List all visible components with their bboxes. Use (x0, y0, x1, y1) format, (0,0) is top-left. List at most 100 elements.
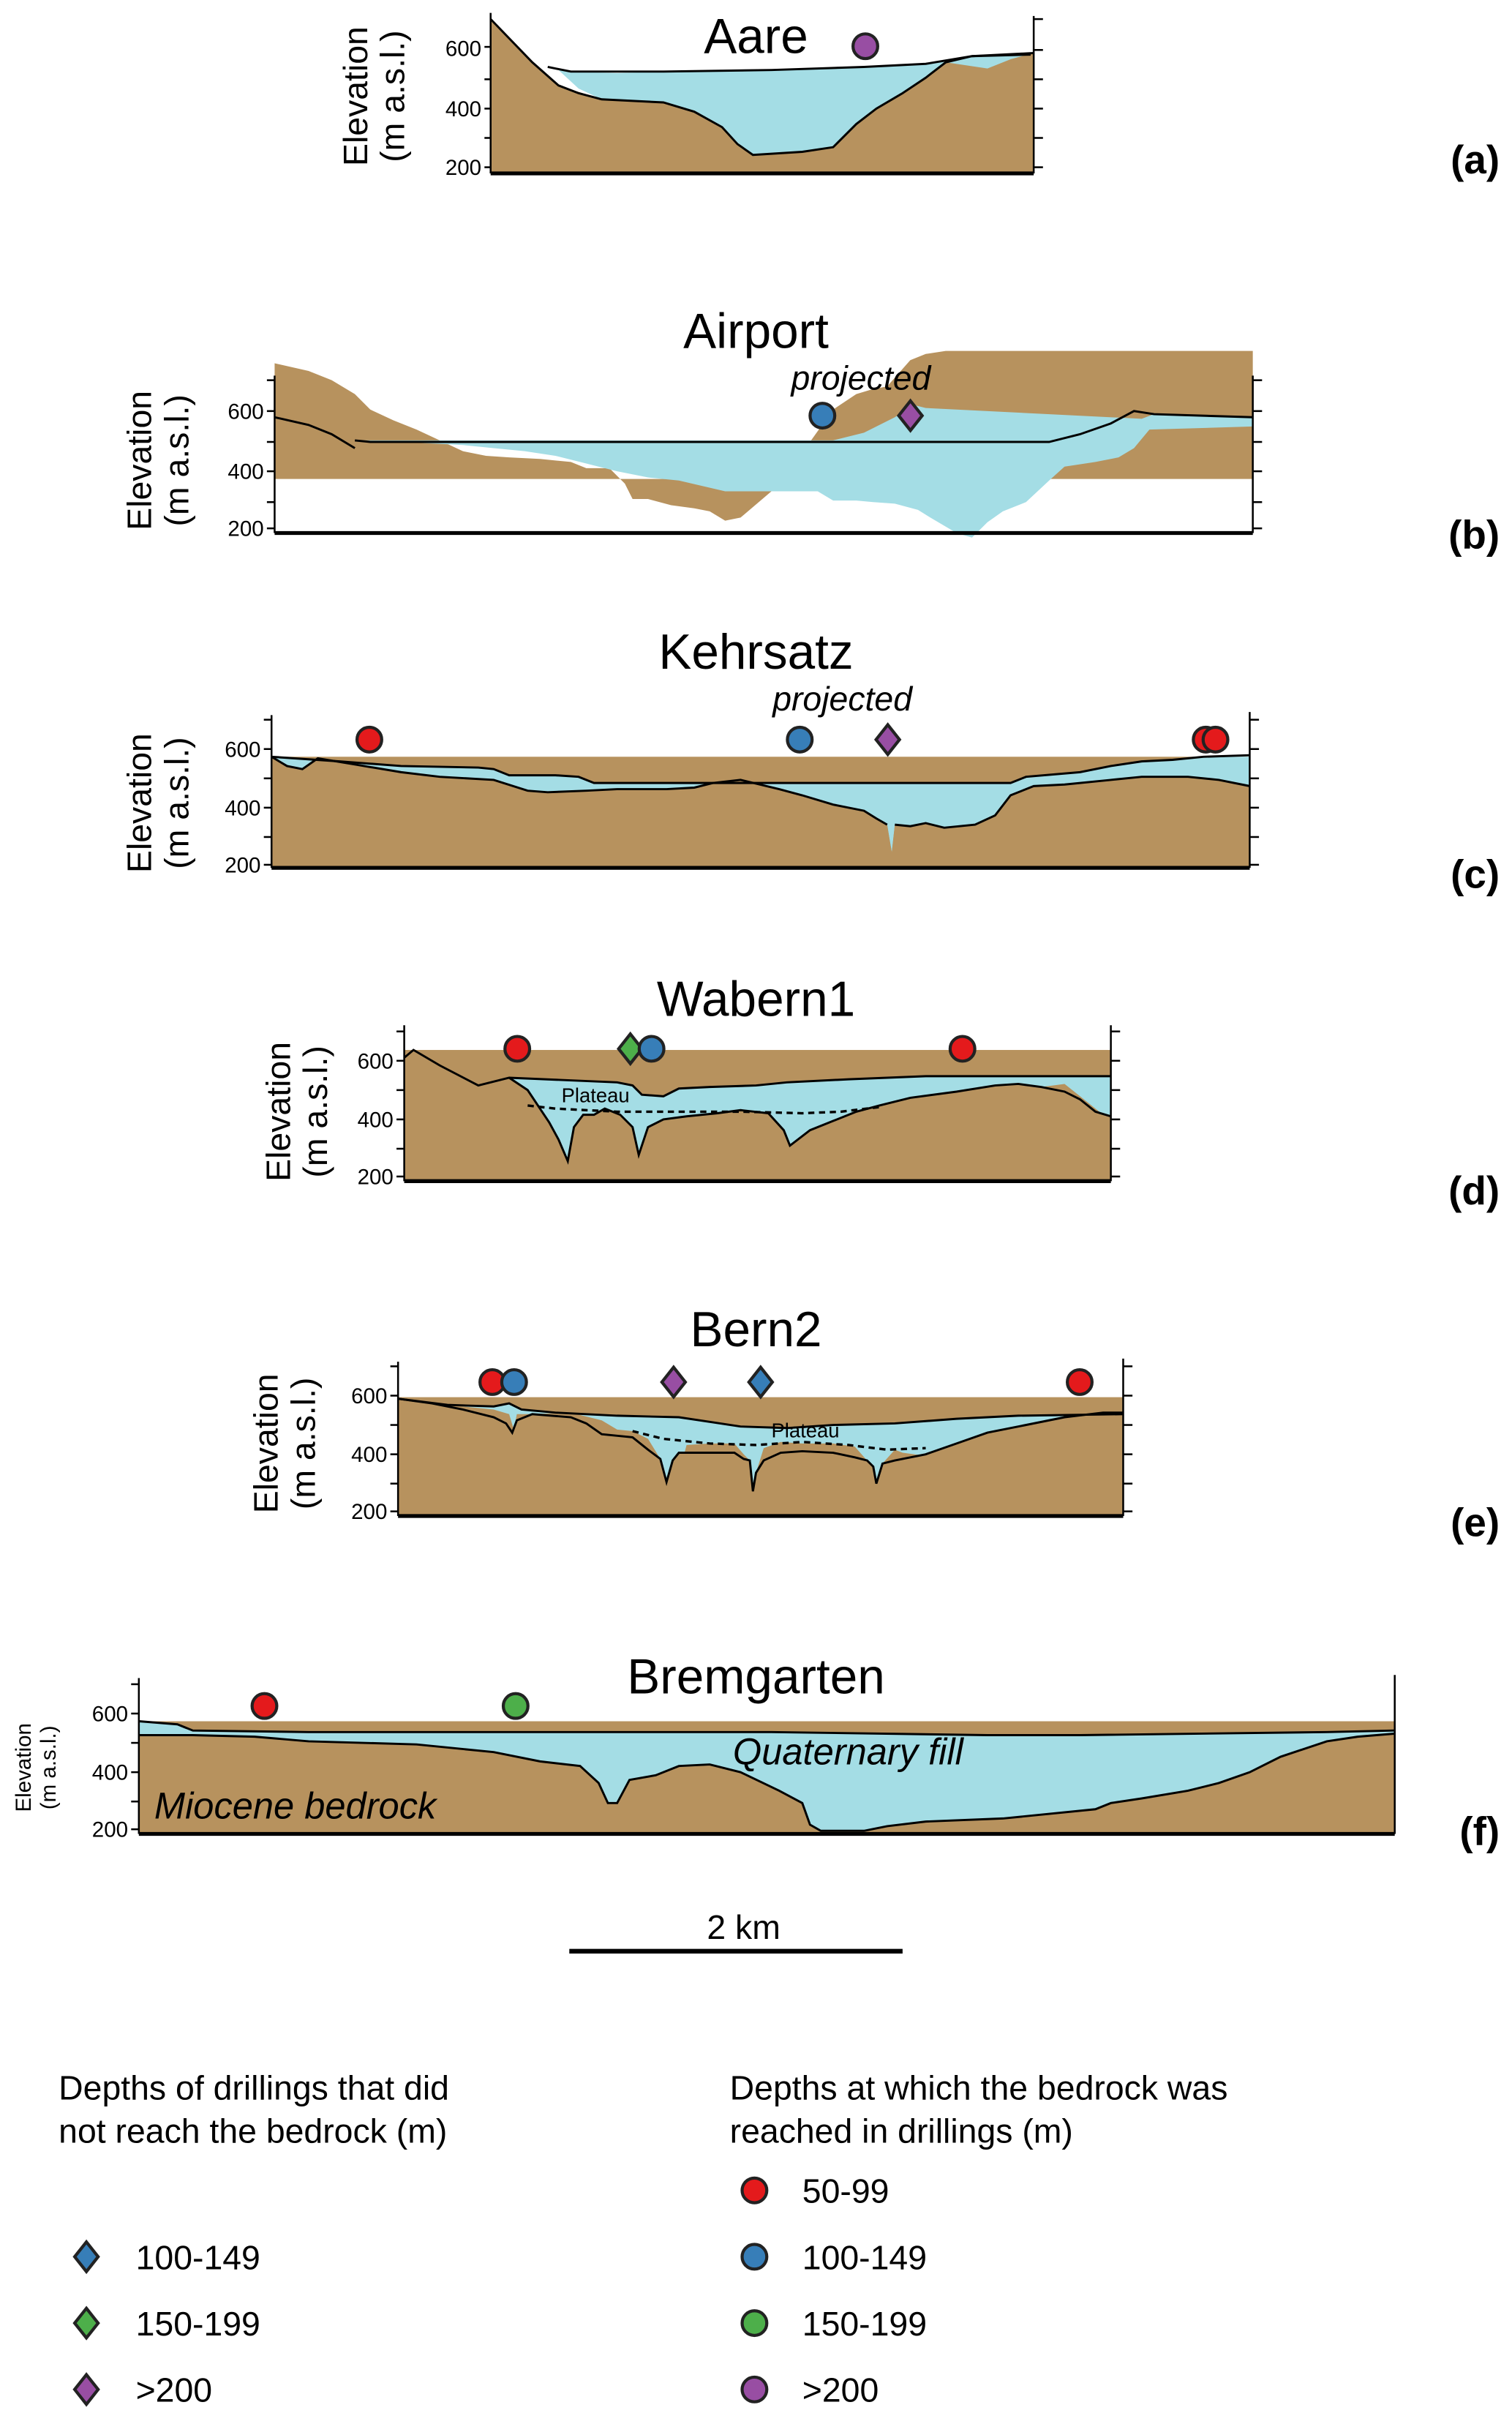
legend-circle-icon (740, 2243, 769, 2271)
tick-label: 600 (351, 1384, 387, 1408)
y-ticks (263, 718, 1260, 866)
plateau-label: Plateau (562, 1084, 630, 1107)
quaternary-fill-area (271, 757, 1250, 853)
drilling-marker-reached-bedrock (948, 1035, 977, 1063)
quaternary-fill-area (447, 1403, 1124, 1492)
panel-label: (f) (1459, 1808, 1500, 1853)
miocene-bedrock-label: Miocene bedrock (154, 1785, 438, 1826)
y-ticks (131, 1683, 139, 1831)
panel-title: Bremgarten (627, 1650, 885, 1705)
drilling-marker-reached-bedrock (500, 1367, 528, 1396)
y-ticks (484, 18, 1043, 168)
plateau-label: Plateau (772, 1419, 840, 1441)
panel-title: Wabern1 (657, 972, 855, 1027)
drilling-marker-reached-bedrock (786, 725, 814, 754)
legend-item-label: >200 (136, 2371, 212, 2409)
panel-title: Kehrsatz (658, 625, 853, 680)
legend: Depths of drillings that did not reach t… (59, 2068, 1227, 2409)
drilling-marker-not-reached (896, 398, 925, 433)
bedrock-area (490, 19, 1034, 174)
legend-diamond-icon (72, 2239, 100, 2275)
legend-heading-not-reached: Depths of drillings that did (59, 2068, 449, 2106)
drilling-marker-reached-bedrock (808, 402, 837, 430)
y-axis-label-line1: Elevation (12, 1723, 36, 1812)
y-axis-label-line1: Elevation (247, 1373, 285, 1513)
y-axis-label-line1: Elevation (121, 391, 159, 530)
quaternary-fill-area (509, 1076, 1111, 1161)
drilling-marker-reached-bedrock (250, 1692, 279, 1720)
tick-label: 200 (351, 1500, 387, 1524)
drilling-marker-not-reached (617, 1031, 644, 1067)
tick-label: 200 (358, 1166, 394, 1190)
tick-label: 400 (351, 1443, 387, 1467)
projected-annotation: projected (790, 359, 933, 397)
tick-label: 400 (358, 1108, 394, 1132)
y-ticks (390, 1365, 1133, 1512)
tick-label: 600 (227, 399, 263, 424)
tick-label: 400 (225, 796, 260, 820)
scale-bar-label: 2 km (707, 1908, 781, 1946)
panel-title: Bern2 (690, 1302, 821, 1357)
tick-label: 600 (92, 1703, 128, 1727)
legend-heading-not-reached-line2: not reach the bedrock (m) (59, 2112, 447, 2150)
legend-circle-icon (740, 2176, 769, 2205)
quaternary-fill-area (358, 405, 1253, 538)
panel-label: (c) (1451, 852, 1500, 897)
plateau-line (527, 1104, 880, 1115)
y-axis-label-line1: Elevation (121, 733, 159, 873)
drilling-marker-reached-bedrock (355, 725, 383, 754)
y-axis-label-line2: (m a.s.l.) (157, 394, 195, 526)
scale-bar: 2 km (569, 1908, 903, 1954)
projected-annotation: projected (771, 680, 914, 718)
panel-label: (d) (1448, 1168, 1500, 1213)
tick-label: 200 (227, 517, 263, 541)
y-axis-label-line2: (m a.s.l.) (374, 30, 412, 162)
drilling-marker-not-reached (660, 1365, 688, 1400)
tick-label: 600 (358, 1049, 394, 1073)
panel-bremgarten: 600 400 200 Elevation (m a.s.l.) Bremgar… (12, 1650, 1500, 1854)
panel-label: (e) (1451, 1499, 1500, 1545)
tick-label: 400 (92, 1761, 128, 1785)
legend-item-label: 50-99 (802, 2172, 889, 2210)
drilling-marker-reached-bedrock (501, 1692, 530, 1720)
panel-kehrsatz: 600 400 200 Elevation (m a.s.l.) Kehrsat… (121, 625, 1500, 897)
legend-diamond-icon (72, 2372, 100, 2407)
drilling-marker-reached-bedrock (1201, 725, 1230, 754)
drilling-marker-reached-bedrock (851, 32, 879, 61)
plateau-line (632, 1430, 926, 1452)
panel-label: (a) (1451, 137, 1500, 182)
y-axis-label-line2: (m a.s.l.) (37, 1725, 61, 1809)
panel-title: Aare (704, 10, 808, 64)
y-axis-label-line2: (m a.s.l.) (284, 1378, 322, 1509)
legend-item-label: 150-199 (136, 2305, 260, 2343)
tick-label: 600 (445, 37, 481, 61)
y-axis-label-line1: Elevation (336, 26, 375, 166)
y-axis-label-line2: (m a.s.l.) (157, 737, 195, 868)
quaternary-fill-area (558, 53, 1034, 155)
panel-label: (b) (1448, 512, 1500, 558)
legend-diamond-icon (72, 2305, 100, 2341)
drilling-marker-reached-bedrock (503, 1035, 532, 1063)
panel-wabern1: Plateau 600 400 200 Elevation (m a.s.l.)… (260, 972, 1500, 1213)
panel-airport: 600 400 200 Elevation (m a.s.l.) Airport… (121, 304, 1500, 557)
legend-heading-reached-line2: reached in drillings (m) (730, 2112, 1073, 2150)
panel-bern2: Plateau 600 400 200 Elevation (m a.s.l.)… (247, 1302, 1500, 1545)
tick-label: 200 (445, 156, 481, 180)
legend-item-label: >200 (802, 2371, 879, 2409)
y-ticks (396, 1030, 1121, 1178)
drilling-marker-reached-bedrock (637, 1035, 666, 1063)
legend-heading-reached: Depths at which the bedrock was (730, 2068, 1228, 2106)
y-axis-label-line2: (m a.s.l.) (296, 1046, 334, 1177)
panel-aare: 600 400 200 Elevation (m a.s.l.) Aare (a… (336, 10, 1500, 183)
legend-circle-icon (740, 2375, 769, 2404)
legend-item-label: 100-149 (136, 2238, 260, 2276)
drilling-marker-reached-bedrock (1066, 1367, 1094, 1396)
drilling-marker-not-reached (747, 1365, 775, 1400)
legend-item-label: 150-199 (802, 2305, 927, 2343)
tick-label: 200 (225, 853, 260, 877)
quaternary-fill-label: Quaternary fill (733, 1731, 965, 1773)
y-axis-label-line1: Elevation (260, 1042, 298, 1182)
drilling-marker-not-reached (873, 722, 902, 757)
legend-item-label: 100-149 (802, 2238, 927, 2276)
